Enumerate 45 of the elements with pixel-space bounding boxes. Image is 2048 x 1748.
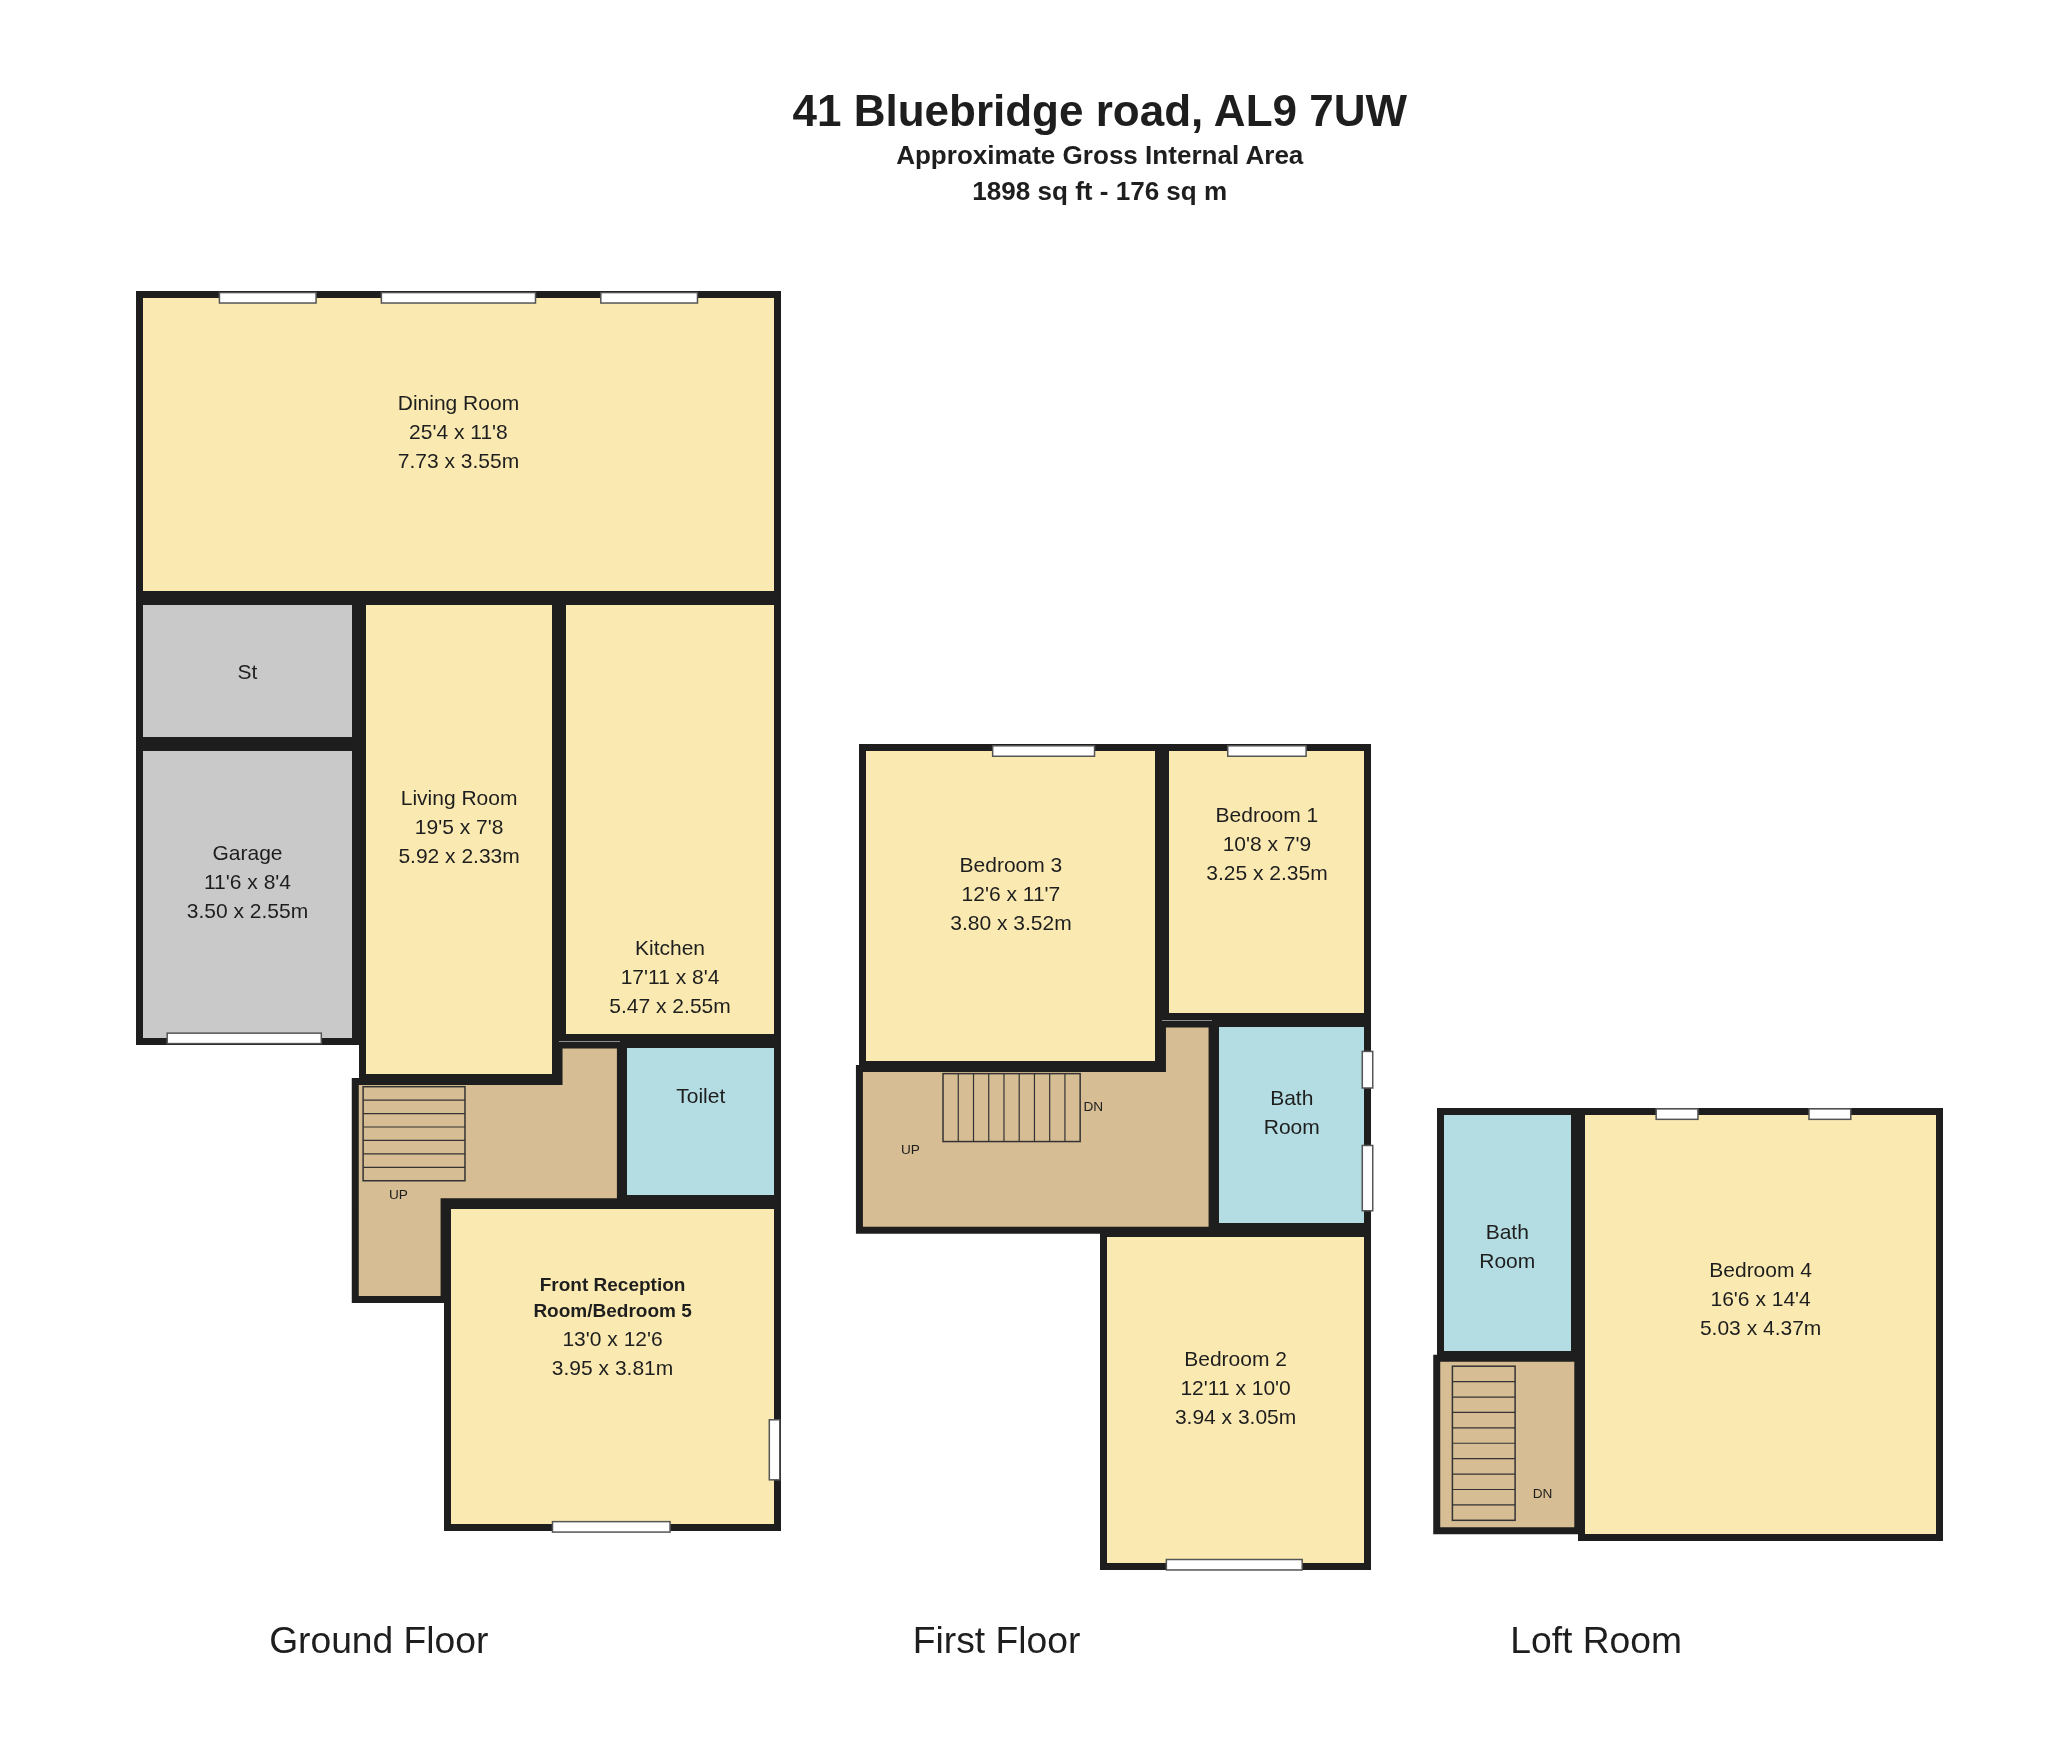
plan-title: 41 Bluebridge road, AL9 7UW — [792, 86, 1407, 136]
room-name: Dining Room — [397, 390, 520, 417]
room — [1577, 1107, 1944, 1542]
room — [1099, 1230, 1372, 1570]
room-dimensions: 5.47 x 2.55m — [609, 992, 731, 1019]
room — [444, 1201, 782, 1531]
room-dimensions: 10'8 x 7'9 — [1222, 830, 1312, 857]
room-dimensions: 25'4 x 11'8 — [409, 419, 508, 446]
room-dimensions: 16'6 x 14'4 — [1710, 1285, 1811, 1312]
room-name: Bedroom 4 — [1709, 1256, 1812, 1283]
room-name: Bath Room — [1478, 1219, 1537, 1274]
subtitle: Approximate Gross Internal Area — [896, 139, 1304, 171]
stair-direction: DN — [1083, 1098, 1104, 1114]
room-dimensions: 3.95 x 3.81m — [551, 1355, 674, 1381]
room-name: Bedroom 2 — [1184, 1345, 1287, 1372]
stair-direction: UP — [900, 1141, 920, 1157]
room-dimensions: 3.50 x 2.55m — [186, 898, 309, 925]
room-name: Kitchen — [635, 934, 706, 961]
room-name: Bedroom 1 — [1215, 801, 1319, 828]
floor-name: Ground Floor — [269, 1619, 489, 1662]
room-dimensions: 17'11 x 8'4 — [620, 963, 720, 990]
room-dimensions: 13'0 x 12'6 — [562, 1326, 663, 1352]
room-dimensions: 5.03 x 4.37m — [1699, 1314, 1822, 1341]
room-name: Garage — [212, 840, 283, 867]
room-dimensions: 12'6 x 11'7 — [961, 880, 1061, 907]
stair-direction: UP — [388, 1186, 408, 1202]
room-dimensions: 19'5 x 7'8 — [414, 814, 504, 841]
room-name: Bath Room — [1262, 1085, 1321, 1141]
room-dimensions: 3.80 x 3.52m — [950, 909, 1072, 936]
room-dimensions: 3.25 x 2.35m — [1206, 859, 1328, 886]
room-dimensions: 7.73 x 3.55m — [397, 448, 520, 475]
room — [135, 291, 782, 599]
floor-name: Loft Room — [1510, 1619, 1682, 1662]
room-name: Front Reception Room/Bedroom 5 — [532, 1273, 693, 1323]
floor-name: First Floor — [912, 1619, 1081, 1662]
room-name: Bedroom 3 — [959, 851, 1063, 878]
room-dimensions: 3.94 x 3.05m — [1174, 1403, 1297, 1430]
room-name: St — [237, 658, 258, 685]
room-name: Living Room — [400, 785, 518, 812]
stair-direction: DN — [1532, 1485, 1553, 1501]
room-name: Toilet — [675, 1082, 727, 1109]
room-dimensions: 11'6 x 8'4 — [204, 869, 291, 896]
subtitle: 1898 sq ft - 176 sq m — [972, 175, 1228, 207]
room-dimensions: 12'11 x 10'0 — [1180, 1374, 1291, 1401]
room-dimensions: 5.92 x 2.33m — [398, 843, 520, 870]
